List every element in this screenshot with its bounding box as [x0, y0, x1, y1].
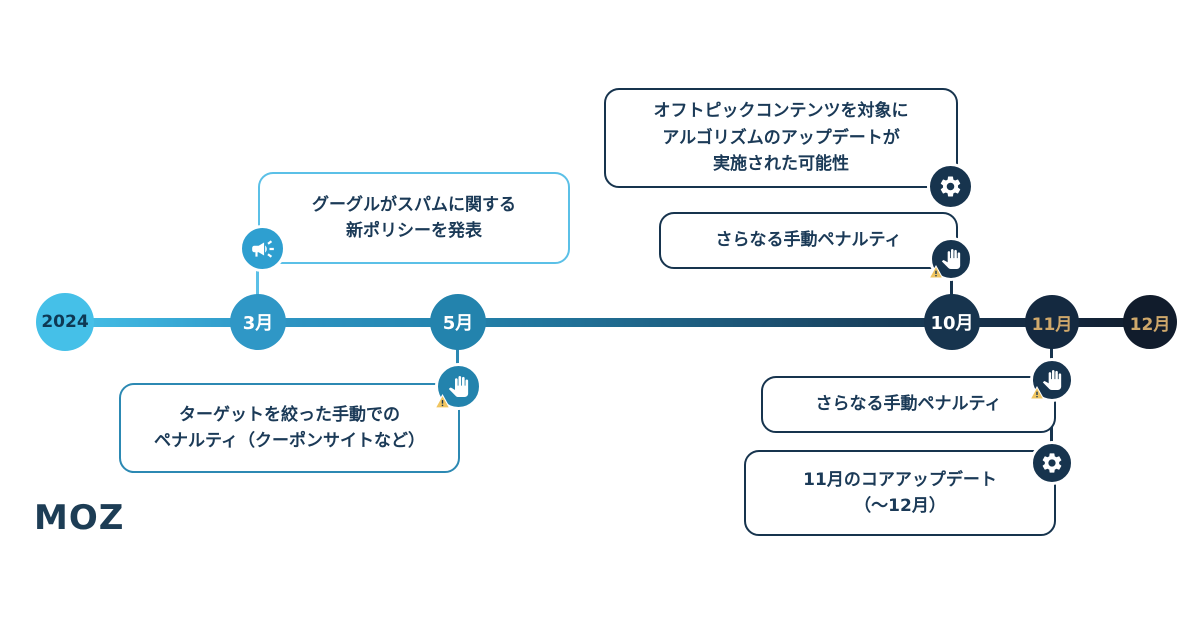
moz-logo: MOZ: [34, 498, 125, 538]
node-label: 12月: [1129, 314, 1171, 335]
callout-november-core-update: 11月のコアアップデート （〜12月）: [744, 450, 1056, 536]
callout-text-line: さらなる手動ペナルティ: [815, 394, 1002, 415]
callout-text-line: グーグルがスパムに関する: [312, 194, 516, 215]
timeline-node-october: 10月: [924, 294, 980, 350]
callout-text-line: （〜12月）: [854, 496, 946, 516]
connector-march: [256, 256, 259, 298]
warning-triangle-icon: [928, 264, 945, 281]
hand-icon: [928, 237, 973, 281]
callout-text-line: ペナルティ（クーポンサイトなど）: [154, 431, 425, 451]
node-label: 2024: [41, 312, 89, 332]
callout-text-line: オフトピックコンテンツを対象に: [653, 101, 909, 122]
callout-text-line: 実施された可能性: [713, 154, 849, 175]
node-label: 3月: [242, 313, 274, 334]
megaphone-icon: [239, 225, 286, 272]
warning-triangle-icon: [1029, 385, 1046, 402]
timeline-node-may: 5月: [430, 294, 486, 350]
callout-text-line: 11月のコアアップデート: [803, 469, 997, 490]
callout-october-manual-penalty: さらなる手動ペナルティ: [659, 212, 958, 269]
callout-may-manual-penalty: ターゲットを絞った手動での ペナルティ（クーポンサイトなど）: [119, 383, 460, 473]
timeline-node-2024: 2024: [36, 293, 94, 351]
warning-triangle-icon: [434, 393, 451, 410]
callout-march-spam-policy: グーグルがスパムに関する 新ポリシーを発表: [258, 172, 570, 264]
node-label: 5月: [442, 313, 474, 334]
callout-text-line: さらなる手動ペナルティ: [715, 230, 902, 251]
hand-icon: [434, 363, 482, 410]
timeline-node-december: 12月: [1123, 295, 1177, 349]
timeline-node-november: 11月: [1025, 295, 1079, 349]
timeline-node-march: 3月: [230, 294, 286, 350]
node-label: 11月: [1031, 314, 1073, 335]
callout-text-line: 新ポリシーを発表: [346, 221, 482, 241]
callout-october-algorithm-update: オフトピックコンテンツを対象に アルゴリズムのアップデートが 実施された可能性: [604, 88, 958, 188]
timeline-line: [65, 318, 1150, 327]
node-label: 10月: [930, 313, 974, 334]
gear-icon: [927, 163, 974, 210]
callout-text-line: アルゴリズムのアップデートが: [662, 127, 900, 148]
hand-icon: [1029, 358, 1074, 402]
callout-november-manual-penalty: さらなる手動ペナルティ: [761, 376, 1056, 433]
gear-icon: [1030, 441, 1074, 485]
callout-text-line: ターゲットを絞った手動での: [179, 404, 400, 425]
